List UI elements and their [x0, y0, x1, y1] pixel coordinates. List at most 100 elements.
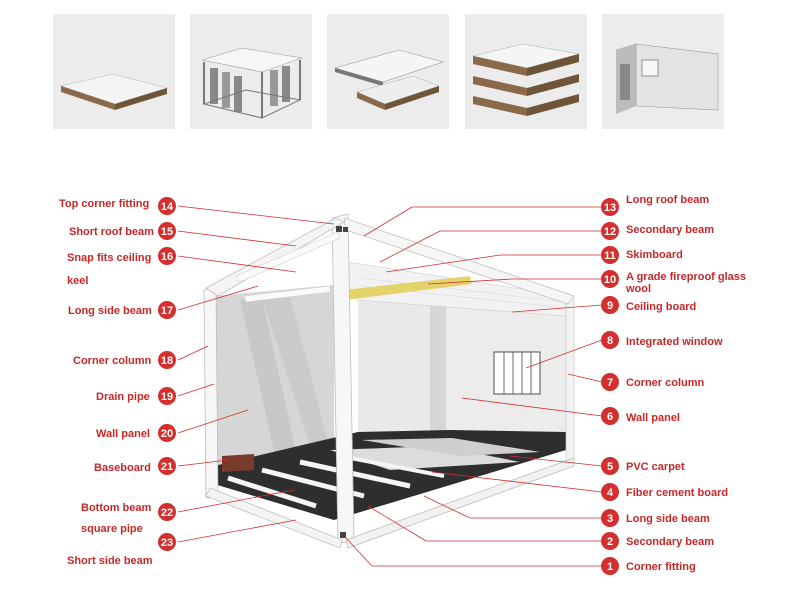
- insulation-strip: [344, 276, 472, 300]
- bottom-joist: [299, 459, 411, 489]
- label-long-side-beam-right: Long side beam: [626, 513, 710, 525]
- left-labels: Top corner fitting 14 Short roof beam 15…: [59, 197, 176, 567]
- leader-15: [177, 230, 297, 247]
- badge-19: [158, 387, 176, 405]
- steel-frame-with-panels-icon: [201, 47, 303, 119]
- label-short-side-beam: Short side beam: [67, 555, 153, 567]
- badge-13: [601, 198, 619, 216]
- badge-4: [601, 483, 619, 501]
- rear-corner-column: [203, 287, 219, 499]
- leader-lines: [177, 205, 603, 567]
- label-corner-column-left: Corner column: [73, 355, 152, 367]
- label-wall-panel-left: Wall panel: [96, 428, 150, 440]
- thumbnail-roof-lift: [327, 14, 449, 129]
- badge-22-number: 22: [161, 507, 173, 519]
- flat-roof-panel-icon: [59, 73, 169, 110]
- badge-3-number: 3: [607, 513, 613, 525]
- badge-17: [158, 301, 176, 319]
- label-baseboard: Baseboard: [94, 462, 151, 474]
- leader-22: [177, 489, 295, 513]
- thumbnail-stack: [465, 14, 587, 129]
- badge-11-number: 11: [604, 250, 616, 262]
- badge-10-number: 10: [604, 274, 616, 286]
- leader-14: [177, 205, 335, 225]
- window: [493, 351, 541, 395]
- badge-2-number: 2: [607, 536, 613, 548]
- label-secondary-beam-top: Secondary beam: [626, 224, 714, 236]
- badge-13-number: 13: [604, 202, 616, 214]
- bottom-short-beam: [205, 487, 343, 549]
- ceiling-seam: [359, 277, 567, 303]
- badge-21-number: 21: [161, 461, 173, 473]
- container-illustration: [203, 213, 575, 549]
- short-roof-beam: [205, 217, 345, 297]
- badge-10: [601, 270, 619, 288]
- badge-12: [601, 222, 619, 240]
- long-side-top-beam: [243, 285, 331, 303]
- top-corner-fitting: [343, 227, 348, 232]
- leader-1b: [345, 537, 373, 567]
- leader-20: [177, 409, 249, 434]
- badge-7: [601, 373, 619, 391]
- leader-3b: [423, 495, 471, 519]
- label-secondary-beam-bottom: Secondary beam: [626, 536, 714, 548]
- badge-4-number: 4: [607, 487, 614, 499]
- badge-1: [601, 557, 619, 575]
- leader-23: [177, 519, 297, 543]
- badge-6: [601, 407, 619, 425]
- badge-2: [601, 532, 619, 550]
- thumbnail-assembled: [602, 14, 724, 129]
- top-corner-fitting: [336, 226, 342, 232]
- interior-column: [430, 300, 446, 436]
- badge-16-number: 16: [161, 251, 173, 263]
- label-fireproof-wool: wool: [625, 283, 651, 295]
- leader-7: [567, 373, 603, 383]
- floor-panel: [362, 438, 540, 456]
- leader-11b: [385, 254, 501, 273]
- badge-12-number: 12: [604, 226, 616, 238]
- badge-7-number: 7: [607, 377, 613, 389]
- label-snap-fits-ceiling: Snap fits ceiling: [67, 252, 151, 264]
- badge-15: [158, 222, 176, 240]
- ceiling-keel: [235, 231, 341, 283]
- badge-22: [158, 503, 176, 521]
- wall-shadow: [262, 296, 330, 470]
- label-fiber-cement-board: Fiber cement board: [626, 487, 728, 499]
- bottom-corner-fitting: [340, 532, 346, 538]
- label-skimboard: Skimboard: [626, 249, 683, 261]
- thumbnail-frame: [190, 14, 312, 129]
- roof-panel-lifting-icon: [333, 49, 445, 110]
- label-long-side-beam-left: Long side beam: [68, 305, 152, 317]
- badge-15-number: 15: [161, 226, 173, 238]
- badge-9: [601, 296, 619, 314]
- wall-shadow: [240, 298, 300, 478]
- leader-2b: [367, 505, 427, 542]
- bottom-joist: [339, 454, 445, 478]
- label-square-pipe: square pipe: [81, 523, 143, 535]
- label-wall-panel-right: Wall panel: [626, 412, 680, 424]
- leader-13b: [363, 206, 413, 237]
- leader-18: [177, 345, 209, 361]
- badge-18-number: 18: [161, 355, 173, 367]
- badge-14: [158, 197, 176, 215]
- far-corner-column: [565, 297, 575, 461]
- label-top-corner-fitting: Top corner fitting: [59, 198, 149, 210]
- label-corner-column-right: Corner column: [626, 377, 705, 389]
- badge-20-number: 20: [161, 428, 173, 440]
- badge-16: [158, 247, 176, 265]
- stacked-flat-packs-icon: [472, 43, 580, 116]
- leader-16: [177, 255, 297, 273]
- thumbnail-flat-panel: [53, 14, 175, 129]
- badge-20: [158, 424, 176, 442]
- leader-5: [509, 455, 603, 467]
- badge-5: [601, 457, 619, 475]
- label-long-roof-beam: Long roof beam: [626, 194, 709, 206]
- leader-21: [177, 459, 229, 467]
- label-corner-fitting: Corner fitting: [626, 561, 696, 573]
- leader-19: [177, 383, 215, 397]
- badge-3: [601, 509, 619, 527]
- badge-23: [158, 533, 176, 551]
- badge-11: [601, 246, 619, 264]
- label-fireproof-glass: A grade fireproof glass: [626, 271, 746, 283]
- assembled-container-house-icon: [615, 43, 719, 114]
